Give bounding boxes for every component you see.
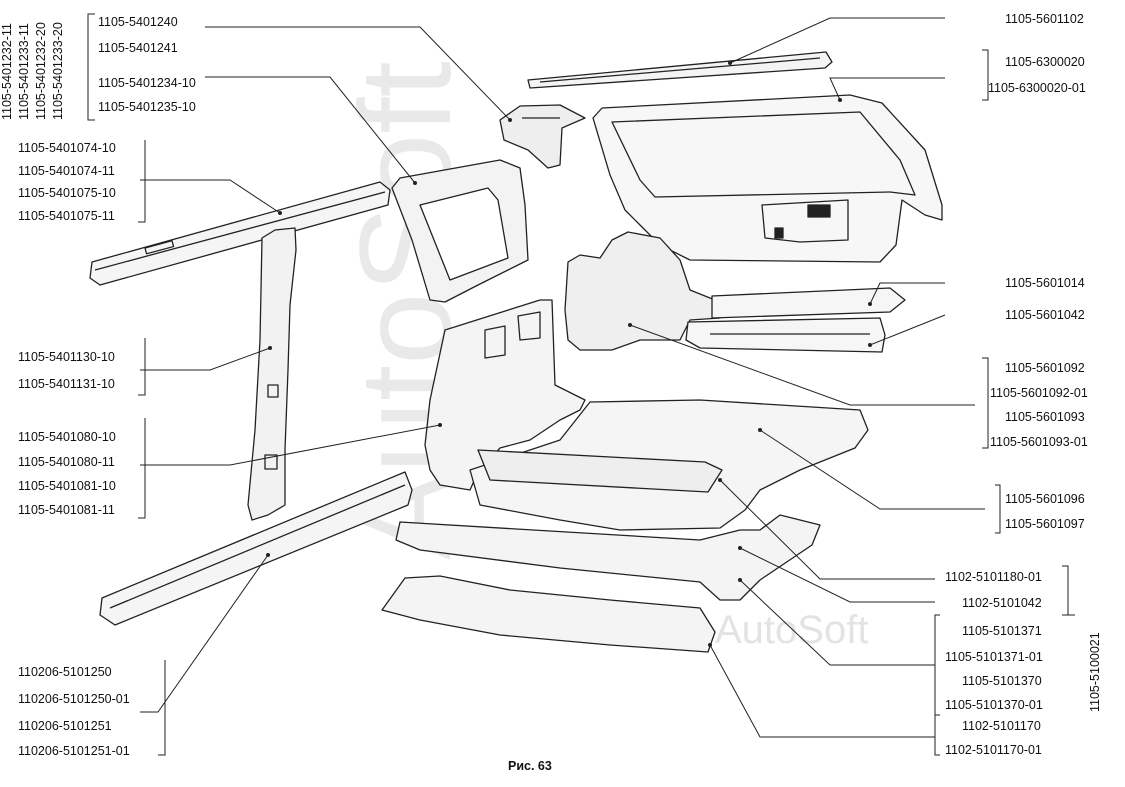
callout-label: 1105-5601097 — [1005, 517, 1085, 531]
side-rocker-panel — [99, 471, 413, 626]
callout-label: 1105-5101371-01 — [945, 650, 1043, 664]
figure-caption: Рис. 63 — [508, 759, 552, 773]
callout-label: 1105-5601092-01 — [990, 386, 1088, 400]
callout-label: 1102-5101180-01 — [945, 570, 1042, 584]
rear-cross-member-lower — [685, 317, 886, 353]
callout-label: 1105-5601042 — [1005, 308, 1085, 322]
floor-cross-member — [381, 575, 716, 653]
callout-label: 110206-5101251-01 — [18, 744, 130, 758]
rear-quarter-window-frame — [391, 159, 529, 303]
callout-label: 1102-5101170 — [962, 719, 1041, 733]
callout-label: 1105-5601092 — [1005, 361, 1085, 375]
callout-label: 1105-5401075-11 — [18, 209, 115, 223]
callout-label: 1105-5401081-11 — [18, 503, 115, 517]
roof-rear-strip — [527, 51, 833, 89]
callout-label: 1102-5101042 — [962, 596, 1042, 610]
callout-label: 1105-6300020 — [1005, 55, 1085, 69]
rear-side-member — [395, 514, 821, 601]
callout-label: 1105-5101371 — [962, 624, 1042, 638]
callout-vertical-3: 1105-5401232-20 — [34, 22, 48, 120]
leader-lines — [140, 17, 985, 738]
center-pillar — [247, 227, 297, 521]
callout-label: 1105-6300020-01 — [988, 81, 1086, 95]
callout-label: 1105-5401241 — [98, 41, 178, 55]
callout-label: 1105-5401074-11 — [18, 164, 115, 178]
callout-label: 1102-5101170-01 — [945, 743, 1042, 757]
callout-vertical-1: 1105-5401232-11 — [0, 23, 14, 120]
rear-inner-quarter-panel — [424, 299, 586, 491]
brackets — [87, 13, 1075, 756]
callout-label: 1105-5101370-01 — [945, 698, 1043, 712]
callout-label: 110206-5101251 — [18, 719, 112, 733]
callout-label: 110206-5101250 — [18, 665, 112, 679]
callout-label: 1105-5601102 — [1005, 12, 1084, 26]
callout-label: 1105-5401075-10 — [18, 186, 116, 200]
roof-gusset — [499, 104, 586, 169]
callout-label: 1105-5401080-10 — [18, 430, 116, 444]
callout-label: 110206-5101250-01 — [18, 692, 130, 706]
callout-label: 1105-5401081-10 — [18, 479, 116, 493]
tailgate — [592, 94, 943, 263]
callout-label: 1105-5601093 — [1005, 410, 1085, 424]
callout-label: 1105-5401074-10 — [18, 141, 116, 155]
rear-floor-pan — [469, 399, 869, 531]
rear-cross-member-upper — [711, 287, 906, 319]
callout-vertical-4: 1105-5401233-20 — [51, 22, 65, 120]
anchor-dots — [266, 61, 872, 647]
callout-vertical-2: 1105-5401233-11 — [17, 23, 31, 120]
callout-label: 1105-5101370 — [962, 674, 1042, 688]
watermark-horizontal: AutoSoft — [715, 608, 869, 652]
roof-side-rail — [89, 181, 391, 286]
callout-vertical-assembly: 1105-5100021 — [1088, 632, 1102, 712]
callout-label: 1105-5601014 — [1005, 276, 1085, 290]
callout-label: 1105-5601096 — [1005, 492, 1085, 506]
callout-label: 1105-5401130-10 — [18, 350, 115, 364]
callout-label: 1105-5401131-10 — [18, 377, 115, 391]
callout-label: 1105-5401234-10 — [98, 76, 196, 90]
callout-label: 1105-5401240 — [98, 15, 178, 29]
callout-label: 1105-5601093-01 — [990, 435, 1088, 449]
callout-label: 1105-5401080-11 — [18, 455, 115, 469]
callout-label: 1105-5401235-10 — [98, 100, 196, 114]
